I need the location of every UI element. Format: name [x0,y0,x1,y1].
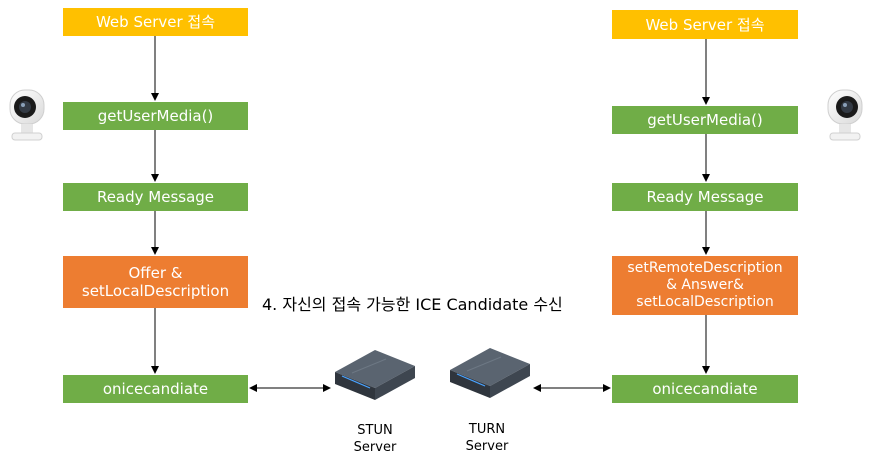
turn-server-icon [450,348,530,398]
left-offer-label: Offer & setLocalDescription [81,264,230,300]
left-web-server-connect-label: Web Server 접속 [95,13,216,31]
left-get-user-media-label: getUserMedia() [97,107,214,125]
left-get-user-media-box: getUserMedia() [63,102,248,130]
right-answer-box: setRemoteDescription & Answer& setLocalD… [612,256,798,315]
left-onicecandidate-label: onicecandiate [102,380,209,398]
right-answer-label: setRemoteDescription & Answer& setLocalD… [627,260,783,310]
left-web-server-connect-box: Web Server 접속 [63,8,248,36]
right-get-user-media-box: getUserMedia() [612,106,798,134]
left-ready-message-box: Ready Message [63,183,248,211]
right-web-server-connect-box: Web Server 접속 [612,10,798,39]
right-onicecandidate-label: onicecandiate [652,380,758,398]
right-ready-message-box: Ready Message [612,183,798,211]
ice-candidate-label: 4. 자신의 접속 가능한 ICE Candidate 수신 [262,295,563,314]
left-offer-box: Offer & setLocalDescription [63,256,248,308]
right-web-server-connect-label: Web Server 접속 [645,15,765,34]
right-get-user-media-label: getUserMedia() [647,111,763,129]
left-ready-message-label: Ready Message [96,188,215,206]
right-ready-message-label: Ready Message [646,188,764,206]
webcam-icon [9,89,45,141]
right-onicecandidate-box: onicecandiate [612,375,798,403]
webcam-icon [827,89,863,141]
stun-server-icon [335,350,415,400]
turn-server-label: TURN Server [465,422,509,454]
left-onicecandidate-box: onicecandiate [63,375,248,403]
stun-server-label: STUN Server [353,423,397,455]
